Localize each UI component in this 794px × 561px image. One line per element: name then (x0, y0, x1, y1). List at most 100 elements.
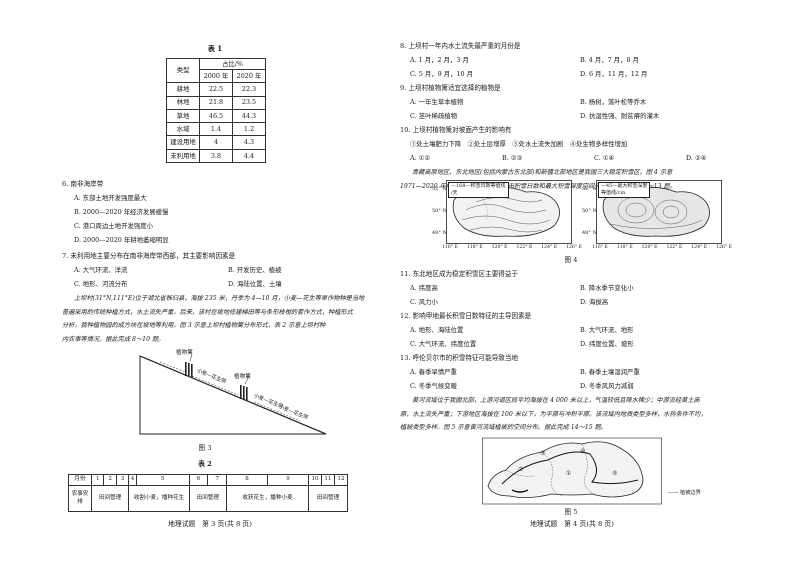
crop-strip (191, 375, 239, 396)
table2-month: 3 (115, 474, 130, 486)
question-12-option-d[interactable]: D. 纬度位置、坡形 (580, 340, 634, 348)
table-cell: 22.5 (199, 82, 233, 97)
lat-label: 48° N (432, 230, 447, 236)
lon-label: 120° E (491, 245, 508, 250)
table-cell: 22.3 (232, 82, 266, 97)
question-8-option-c[interactable]: C. 5 月，9 月，10 月 (410, 70, 474, 78)
passage-yellow-river: 黄河流域位于我国北部，上游河道区段平均海拔在 4 000 米以上，气温较低且降水… (400, 394, 740, 435)
passage-line: 内农事等情况。据此完成 8～10 题。 (62, 335, 165, 343)
right-page-footer: 地理试题 第 4 页(共 8 页) (530, 520, 614, 528)
question-9-option-c[interactable]: C. 茎叶稀疏植物 (410, 112, 458, 120)
vegetation-boundary (581, 443, 595, 495)
table2-month: 11 (320, 474, 335, 486)
question-11-option-b[interactable]: B. 降水季节变化小 (580, 284, 634, 292)
question-6-option-d[interactable]: D. 2000—2020 年耕地萎缩明显 (74, 236, 169, 244)
question-6-option-c[interactable]: C. 港口周边土地开发强度小 (74, 222, 154, 230)
legend-text: 等值线/cm (601, 190, 626, 196)
table1-header-type: 类型 (166, 57, 200, 84)
hedge-bushes-1 (185, 362, 193, 378)
question-8-stem: 8. 上坝村一年内水土流失最严重的月份是 (400, 42, 521, 50)
figure-5-yellow-river-map (482, 437, 662, 505)
region-label: ⑤ (612, 470, 618, 477)
table2-work-cell: 田间管理 (308, 485, 348, 512)
legend-text: —168—积雪日数等值线 (451, 183, 506, 189)
table1-header-unit: 占比/% (199, 58, 266, 70)
lon-labels-right: 116° E 118° E 120° E 122° E 124° E 126° … (592, 245, 732, 251)
question-13-option-a[interactable]: A. 春季旱情严重 (410, 368, 458, 376)
question-6-stem: 6. 南非海岸带 (62, 180, 104, 188)
question-12-option-a[interactable]: A. 地形、海陆位置 (410, 326, 464, 334)
question-11-option-d[interactable]: D. 海拔高 (580, 298, 609, 306)
table-cell: 4.4 (232, 148, 266, 164)
crop-strip (253, 401, 301, 422)
passage-shangba: 上坝村(31°N,111°E)位于湖北省秭归县，海拔 235 米，丹季为 4—1… (62, 292, 392, 346)
passage-line: 青藏高原地区、东北地区(包括内蒙古东北部)和新疆北部地区是我国三大稳定积雪区。图… (412, 169, 673, 176)
lat-label: 50° N (582, 208, 597, 214)
table-cell: 建设用地 (166, 135, 200, 150)
figure-5-legend: —— 植被边界 (668, 490, 701, 496)
table2-month: 10 (308, 474, 322, 486)
table-row: 未利用地 3.8 4.4 (166, 148, 266, 164)
table-cell: 4.3 (232, 135, 266, 150)
passage-line: 植被类型多样。图 5 示意黄河流域植被的空间分布。据此完成 14～15 题。 (400, 424, 607, 431)
question-7-option-c[interactable]: C. 地形、河流分布 (74, 280, 128, 288)
question-9-option-b[interactable]: B. 杨树，落叶松等乔木 (580, 98, 647, 106)
passage-line: 原，水土流失严重；下游地区海拔在 100 米以下，为平原与冲积平原。该流域内地质… (400, 410, 707, 418)
question-6-option-a[interactable]: A. 东部土地开发强度最大 (74, 194, 147, 202)
legend-text: /天 (451, 190, 458, 196)
question-11-option-a[interactable]: A. 纬度高 (410, 284, 438, 292)
table-row: 水域 1.4 1.2 (166, 122, 266, 137)
question-8-option-b[interactable]: B. 4 月，7 月，8 月 (580, 56, 640, 64)
table1-title: 表 1 (207, 44, 223, 53)
question-12-stem: 12. 影响甲地最长积雪日数特征的主导因素是 (400, 312, 532, 320)
question-13-option-d[interactable]: D. 冬季风风力减弱 (580, 382, 634, 390)
region-label: ④ (580, 448, 586, 455)
lon-label: 124° E (691, 245, 708, 250)
table2-work-cell: 田间管理 (90, 485, 130, 512)
question-7-option-a[interactable]: A. 大气环流、洋流 (74, 266, 128, 274)
question-12-option-c[interactable]: C. 大气环流、纬度位置 (410, 340, 477, 348)
figure-3-caption: 图 3 (198, 444, 212, 452)
table1-header-year: 2000 年 (199, 68, 233, 84)
question-10-items: ①处土壤肥力下降 ②处土层增厚 ③处水土流失加剧 ④处生物多样性增加 (410, 140, 628, 148)
lon-labels-left: 116° E 118° E 120° E 122° E 124° E 126° … (442, 245, 582, 251)
table2-work-cell: 收割小麦，播种花生 (128, 485, 190, 512)
table-cell: 未利用地 (166, 148, 200, 164)
question-10-stem: 10. 上坝村植物篱对坡面产生的影响有 (400, 126, 512, 134)
passage-line: 黄河流域位于我国北部，上游河道区段平均海拔在 4 000 米以上，气温较低且降水… (412, 397, 700, 404)
figure-3-hedge-label-1: 植物篱 (176, 350, 193, 356)
vegetation-boundary (505, 469, 535, 477)
question-8-option-a[interactable]: A. 1 月，2 月，3 月 (410, 56, 469, 64)
question-10-option-b[interactable]: B. ②③ (502, 154, 523, 162)
table2-month: 1 (90, 474, 105, 486)
table2-work-cell: 田间管理 (188, 485, 227, 512)
lon-label: 118° E (616, 245, 633, 250)
question-10-option-d[interactable]: D. ②④ (686, 154, 707, 162)
lon-label: 116° E (592, 245, 608, 250)
question-7-option-d[interactable]: D. 海陆位置、土壤 (228, 280, 282, 288)
question-9-option-a[interactable]: A. 一年生草本植物 (410, 98, 464, 106)
question-12-option-b[interactable]: B. 大气环流、地形 (580, 326, 634, 334)
table-cell: 耕地 (166, 82, 200, 97)
question-10-option-c[interactable]: C. ①④ (594, 154, 615, 162)
question-6-option-b[interactable]: B. 2000—2020 年经济发展缓慢 (74, 208, 169, 216)
table2-month: 8 (225, 474, 268, 486)
question-7-stem: 7. 未利用地主要分布在南非海岸带西部，其主要影响因素是 (62, 252, 236, 260)
legend-text: —45—最大积雪深度 (601, 183, 648, 189)
passage-line: 普遍采用的传统种植方式，水土流失严重。后来，该村在坡地修建梯田等与条形枝柑的套作… (62, 308, 353, 316)
question-13-stem: 13. 呼伦贝尔市的积雪特征可能导致当地 (400, 354, 519, 362)
lon-label: 126° E (566, 245, 582, 250)
figure-4-left-legend: —168—积雪日数等值线 /天 (448, 182, 509, 198)
figure-3-hedge-label-2: 植物篱 (234, 374, 251, 380)
question-11-option-c[interactable]: C. 风力小 (410, 298, 438, 306)
question-8-option-d[interactable]: D. 6 月，11 月，12 月 (580, 70, 648, 78)
question-13-option-c[interactable]: C. 冬季气候变暖 (410, 382, 458, 390)
lat-label: 52° N (432, 186, 447, 192)
table-cell: 3.8 (199, 148, 233, 164)
question-13-option-b[interactable]: B. 春季土壤湿润严重 (580, 368, 640, 376)
question-7-option-b[interactable]: B. 开发历史、植被 (228, 266, 282, 274)
question-10-option-a[interactable]: A. ①② (410, 154, 431, 162)
table2-month-header: 月份 (68, 474, 92, 486)
table-row: 草地 46.5 44.3 (166, 108, 266, 124)
question-9-option-d[interactable]: D. 抗湿性强、耐贫瘠的灌木 (580, 112, 660, 120)
